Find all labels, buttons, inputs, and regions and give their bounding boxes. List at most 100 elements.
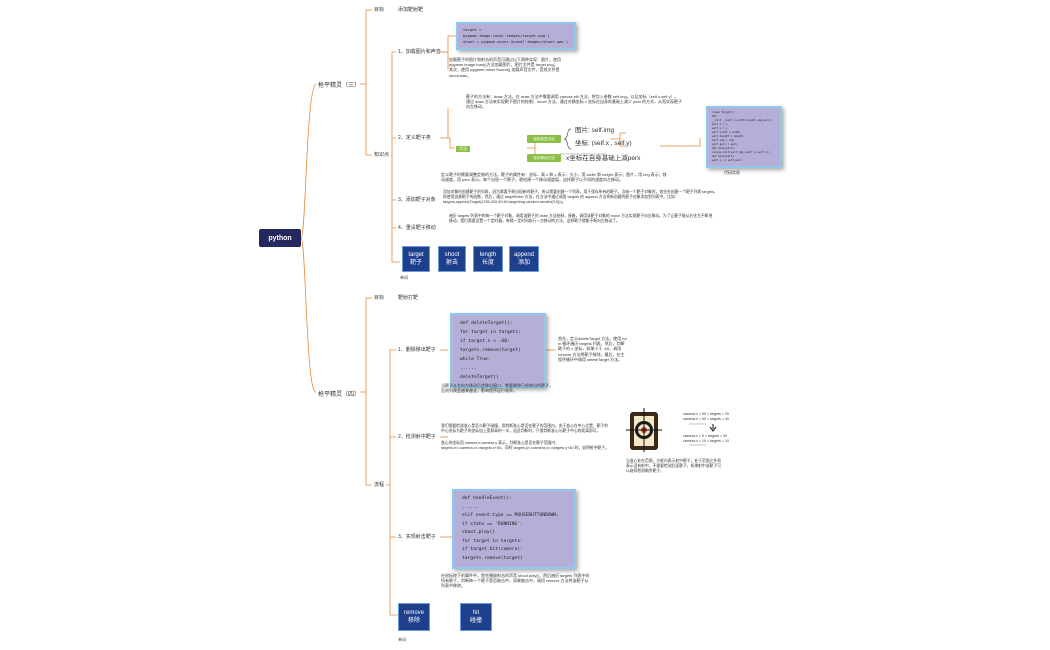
tile-en: target	[408, 252, 424, 258]
tiles2-caption: 单词	[398, 637, 406, 642]
brace-icon	[563, 128, 572, 150]
branch1-title[interactable]: 枪平精灵（三）	[318, 83, 361, 89]
branch1-knowledge-label[interactable]: 知识点	[374, 152, 390, 158]
class-code-line: self.width = width	[712, 131, 741, 134]
hit-cmp-top: camera.x = 50 > targets = 20 camera.x = …	[683, 412, 729, 422]
load-code-line-2: shoot = pygame.mixer.Sound('images/shoot…	[463, 39, 569, 44]
draw-desc: 靶子的方法有：draw 方法。在 draw 方法中需要调用 canvas.bli…	[466, 94, 683, 110]
hit-text-2: 准心的坐标用 camera.x,camera.y 表示，判断准心是否在靶子范围内…	[441, 441, 609, 450]
tile-zh: 碰撞	[469, 618, 482, 624]
shoot-code-line: for target in targets:	[462, 538, 523, 544]
word-tile-length[interactable]: length 长度	[473, 246, 503, 272]
del-code-line: for target in targets:	[460, 330, 521, 335]
hit-caption: 当准心处在范围，方框内表示射中靶子，处于范围之外则表示没有射中，不需要检测后面靶…	[626, 459, 721, 473]
shoot-code-line: shoot.play()	[462, 530, 496, 535]
link-shoot	[389, 485, 396, 538]
link-load	[391, 51, 396, 156]
class-code-line: class Target():	[712, 111, 736, 114]
tile-en: length	[479, 252, 497, 258]
class-code-line: canvas.blit(self.img,(self.x,self.y))	[712, 151, 770, 154]
link-process	[365, 392, 372, 486]
tile-en: shoot	[444, 252, 460, 258]
draw-btn-move[interactable]: 坐标移动方法	[527, 154, 561, 162]
link-root-branch1	[300, 83, 317, 239]
word-tile-target[interactable]: target 靶子	[402, 246, 430, 272]
move-label[interactable]: 4、重设靶子移动	[398, 225, 436, 231]
class-code-line: self.x = x	[712, 123, 728, 126]
cmp-line: camera.x = 10 < targets = 10	[683, 439, 730, 443]
link-add	[391, 155, 396, 201]
del-label[interactable]: 1、删除移出靶子	[398, 347, 436, 353]
draw-btn-render[interactable]: 绘制到显示区	[527, 135, 561, 143]
root-node[interactable]: python	[259, 229, 301, 247]
add-label[interactable]: 3、添加靶子对象	[398, 197, 436, 203]
tile-zh: 靶子	[409, 260, 422, 266]
tile-en: remove	[403, 610, 424, 616]
branch2-goal-label[interactable]: 目标	[374, 295, 385, 301]
shoot-code-line: if target.hit(camera):	[462, 547, 523, 552]
del-code-line: ......	[460, 366, 477, 371]
class-code-line: self.x -= self.perx	[712, 159, 742, 162]
del-code-line: if target.x < -60:	[460, 339, 510, 344]
tiles1-caption: 单词	[400, 275, 408, 280]
shoot-code-block: def handleEvent(): ...... elif event.typ…	[452, 489, 576, 569]
class-code-caption: 代码实现	[724, 170, 740, 175]
link-tiles2	[389, 537, 398, 616]
link-move	[391, 200, 396, 229]
word-tile-remove[interactable]: remove 移除	[398, 603, 430, 631]
del-note: 当靶子从右向左移动后会移出窗口，需要删除已经移出的靶子，否则列表会越来越长，影响…	[441, 383, 553, 394]
branch1-goal-label[interactable]: 目标	[374, 7, 385, 13]
cmp-line: camera.x = 5 > targets = 30	[683, 434, 728, 438]
link-del	[386, 349, 396, 486]
load-label[interactable]: 1、加载图片和声音	[398, 49, 441, 55]
del-code-line: while True:	[460, 357, 491, 362]
class-code-line: self.perx = perx	[712, 143, 737, 146]
tile-zh: 射击	[445, 260, 458, 266]
branch2-goal-value[interactable]: 靶射打靶	[398, 295, 419, 301]
draw-pos-line: 坐标: (self.x , self.y)	[575, 140, 632, 147]
tile-zh: 添加	[517, 260, 530, 266]
link-goal2	[360, 297, 372, 393]
tile-en: hit	[472, 610, 480, 616]
link-goal1	[360, 9, 372, 85]
class-code-line: def __init__(self,x,width,height,img,per…	[712, 115, 773, 122]
del-side-text: 首先，定义deleteTarget 方法，使用 for in 循环遍历 targ…	[558, 336, 627, 362]
tile-zh: 长度	[481, 260, 494, 266]
hit-text: 我们需要检测准心是否与靶子碰撞，即判断准心是否在靶子的范围内。由于准心在中心位置…	[441, 424, 609, 433]
draw-move-line: x坐标在自身基础上减perx	[566, 155, 641, 162]
hit-label[interactable]: 2、检测射中靶子	[398, 434, 436, 440]
cmp-line: camera.x = 50 < targets = 40	[683, 417, 730, 421]
class-code-line: self.img = img	[712, 139, 734, 142]
draw-label[interactable]: 2、定义靶子类	[398, 135, 431, 141]
tile-zh: 移除	[407, 618, 420, 624]
class-code-block: class Target(): def __init__(self,x,widt…	[706, 106, 782, 168]
cmp-line: camera.x = 50 > targets = 20	[683, 412, 730, 416]
load-code-block: target = pygame.image.load('images/targe…	[456, 22, 576, 50]
del-code-line: def deleteTarget():	[460, 321, 513, 326]
class-code-line: def move(self):	[712, 155, 736, 158]
method-label[interactable]: 方法	[456, 146, 470, 152]
word-tile-append[interactable]: append 添加	[509, 246, 539, 272]
shoot-code-line: def handleEvent():	[462, 496, 512, 501]
class-code-line: self.y = y	[712, 127, 728, 130]
word-tile-hit[interactable]: hit 碰撞	[460, 603, 492, 631]
shoot-code-line: elif event.type == MOUSEBUTTONDOWN:	[462, 513, 559, 518]
class-code-line: def draw(self):	[712, 147, 736, 150]
branch2-process-label[interactable]: 流程	[374, 482, 385, 488]
branch2-title[interactable]: 枪平精灵（四）	[318, 392, 361, 398]
link-root-branch2	[300, 237, 317, 393]
class-code-line: self.height = height	[712, 135, 744, 138]
shoot-code-line: if state == 'RUNNING':	[462, 521, 523, 527]
load-code-line-1: target = pygame.image.load('images/targe…	[463, 27, 550, 38]
link-tiles1	[391, 228, 400, 263]
target-illustration	[626, 408, 662, 452]
shoot-label[interactable]: 3、实现射击靶子	[398, 534, 436, 540]
del-code-block: def deleteTarget(): for target in target…	[450, 313, 546, 388]
word-tile-shoot[interactable]: shoot 射击	[438, 246, 466, 272]
branch1-goal-value[interactable]: 添加靶射靶	[398, 7, 424, 13]
del-code-line: deleteTarget()	[460, 375, 499, 380]
draw-note: 定义靶子时需要调整定制的方法，靶子的属性有：坐标，高 x 和 y 表示，大小，用…	[441, 172, 667, 183]
shoot-code-line: targets.remove(target)	[462, 555, 523, 561]
